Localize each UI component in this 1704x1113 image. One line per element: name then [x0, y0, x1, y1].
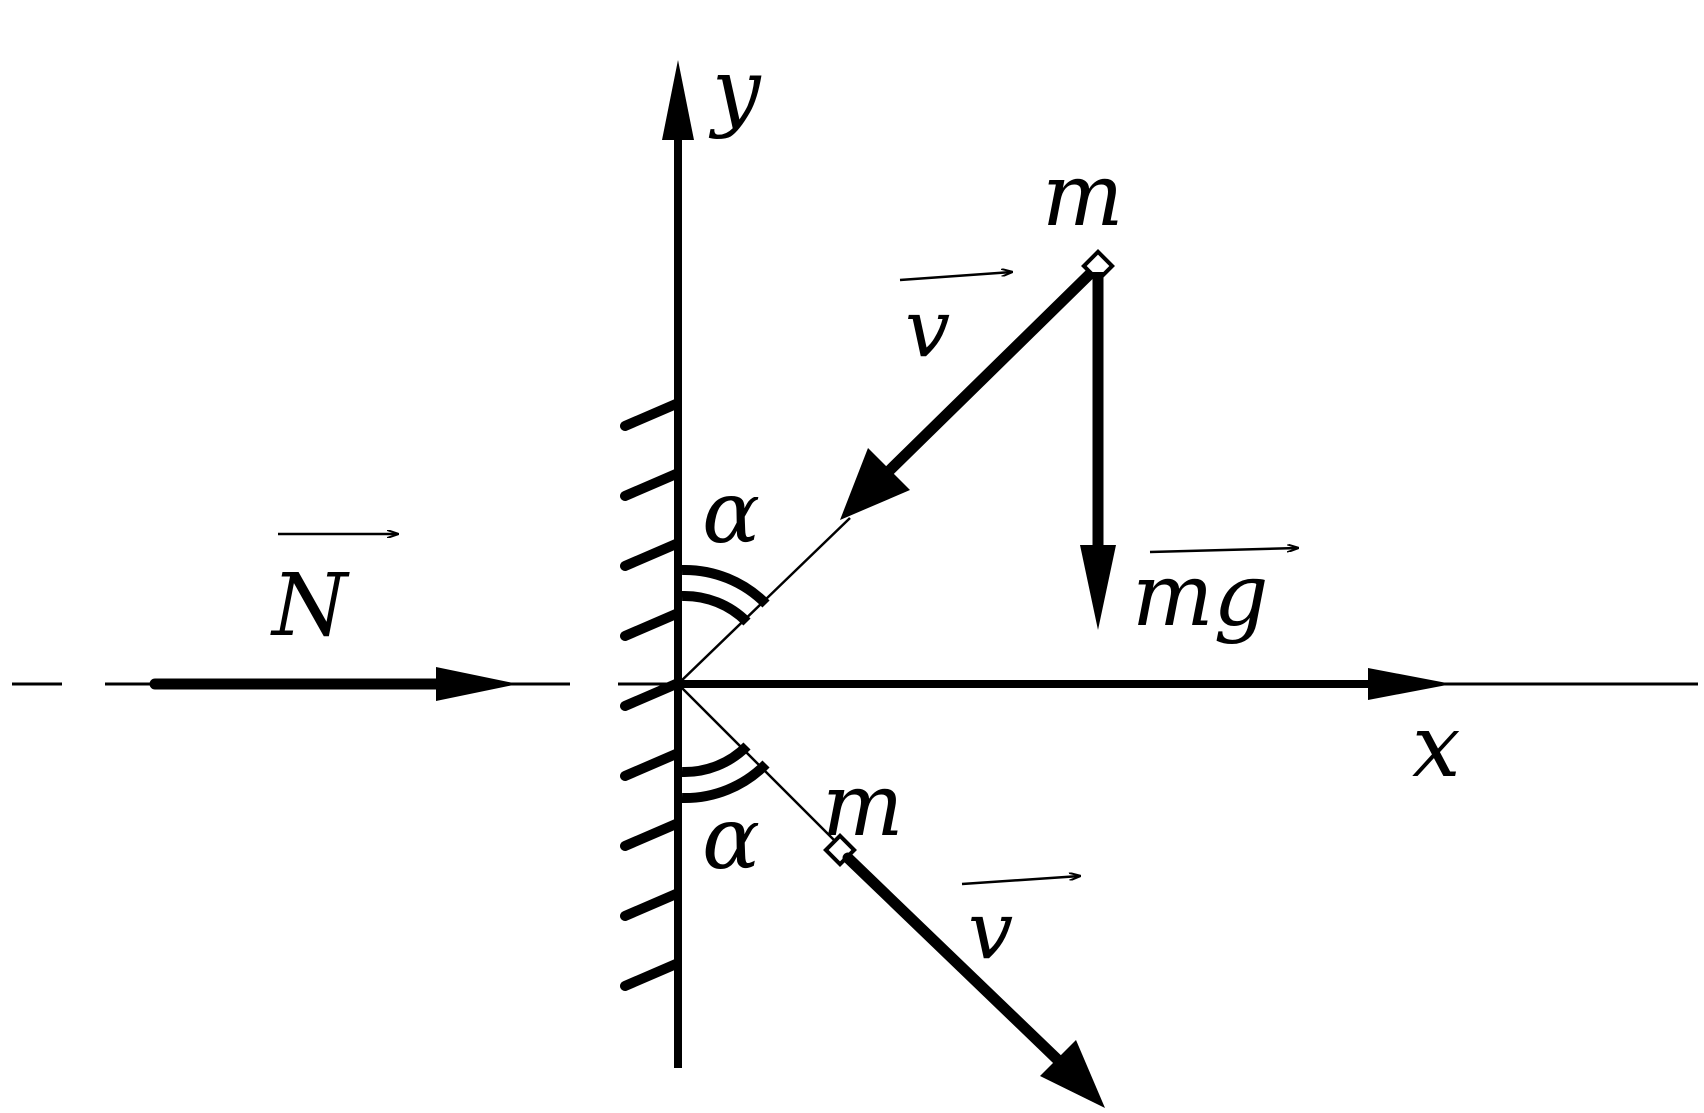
mass-block-top — [1081, 249, 1115, 283]
angle-label-top: α — [702, 463, 760, 563]
mass-label-top: m — [1042, 146, 1124, 246]
wall-hatching — [620, 399, 681, 991]
angle-arc-bottom — [681, 742, 770, 804]
x-axis — [678, 668, 1452, 700]
svg-text:v: v — [968, 884, 1013, 977]
normal-force-arrow — [149, 667, 518, 701]
outgoing-velocity-label: v — [961, 876, 1080, 977]
normal-force-label: N — [270, 534, 398, 656]
angle-label-bottom: α — [702, 789, 760, 889]
mass-label-bottom: m — [822, 756, 904, 856]
svg-text:mg: mg — [1132, 546, 1269, 646]
svg-text:N: N — [270, 556, 350, 656]
gravity-arrow — [1080, 272, 1116, 630]
y-axis-label: y — [708, 41, 762, 141]
outgoing-trajectory-line — [677, 683, 849, 855]
outgoing-velocity-arrow — [842, 852, 1105, 1108]
angle-arc-top — [681, 564, 770, 626]
incoming-velocity-arrow — [840, 260, 1104, 520]
svg-text:v: v — [905, 282, 950, 375]
gravity-label: mg — [1132, 546, 1298, 646]
incoming-velocity-label: v — [899, 272, 1012, 375]
y-axis — [662, 60, 694, 1068]
x-axis-label: x — [1412, 697, 1461, 797]
